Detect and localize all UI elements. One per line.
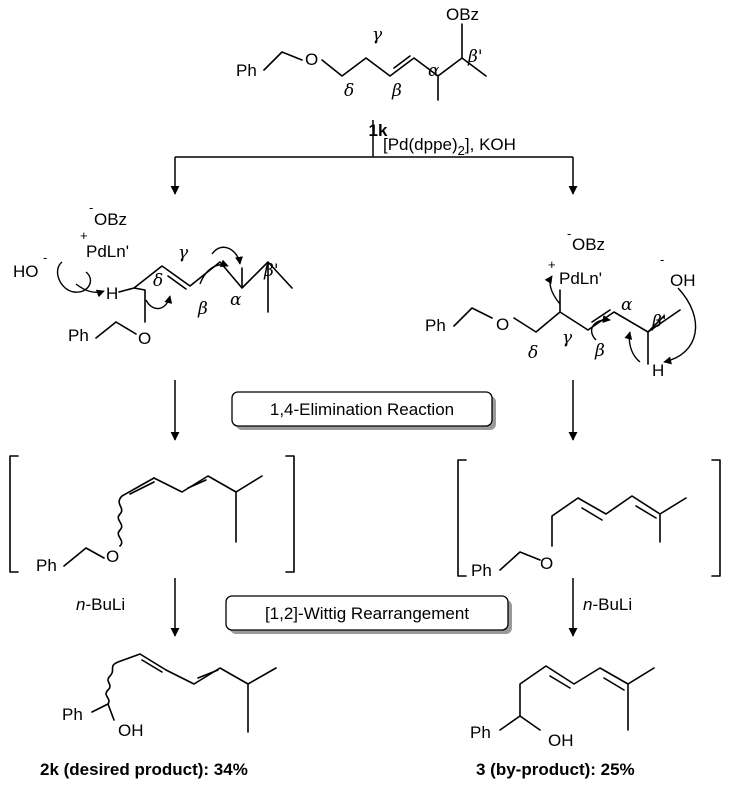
obz-label: OBz bbox=[446, 5, 479, 24]
electron-arrow bbox=[75, 283, 105, 298]
oxygen-label: O bbox=[305, 50, 318, 69]
minus-sign: - bbox=[43, 250, 47, 265]
wittig-box bbox=[225, 595, 509, 631]
h-label: H bbox=[106, 284, 118, 303]
beta-label: β bbox=[391, 81, 402, 101]
ph-label: Ph bbox=[471, 561, 492, 580]
starting-material-1k: Ph O OBz γ β α β' δ 1k bbox=[236, 5, 487, 140]
h-label: H bbox=[652, 361, 664, 380]
product-label-2k: 2k (desired product): 34% bbox=[40, 760, 248, 779]
pdln-label: PdLn' bbox=[86, 242, 129, 261]
plus-sign: + bbox=[80, 228, 88, 243]
plus-sign: + bbox=[548, 257, 556, 272]
double-bond-lines bbox=[129, 479, 207, 495]
nbuli-right: n-BuLi bbox=[583, 595, 632, 614]
left-pi-allyl-intermediate: - OBz + PdLn' HO - H Ph O δ γ β α β' bbox=[13, 200, 293, 348]
elimination-step: 1,4-Elimination Reaction bbox=[170, 380, 578, 441]
obz-label: OBz bbox=[94, 210, 127, 229]
gamma-label: γ bbox=[178, 243, 189, 263]
double-bond-lines bbox=[549, 675, 625, 691]
elimination-box bbox=[231, 391, 493, 427]
skeleton-bonds bbox=[63, 475, 263, 567]
double-bond-lines bbox=[141, 659, 219, 679]
skeleton-bonds bbox=[499, 665, 655, 731]
alpha-label: α bbox=[428, 61, 440, 81]
wavy-bond bbox=[105, 653, 167, 705]
left-bracket bbox=[9, 455, 19, 573]
alpha-label: α bbox=[230, 290, 242, 310]
product-2k: Ph OH 2k (desired product): 34% bbox=[40, 653, 277, 779]
skeleton-bonds bbox=[499, 495, 687, 571]
double-bond-line bbox=[591, 309, 611, 323]
right-pi-allyl-intermediate: - OBz + PdLn' - OH Ph O H δ γ β α β' bbox=[425, 226, 697, 380]
oh-label: OH bbox=[670, 271, 696, 290]
oxygen-label: O bbox=[106, 547, 119, 566]
beta-prime-label: β' bbox=[467, 47, 483, 67]
ph-label: Ph bbox=[425, 316, 446, 335]
gamma-label: γ bbox=[372, 25, 383, 45]
electron-arrow bbox=[624, 331, 641, 363]
right-bracket bbox=[711, 459, 721, 577]
alpha-label: α bbox=[621, 295, 633, 315]
electron-arrow bbox=[211, 246, 243, 265]
double-bond-line bbox=[393, 55, 411, 69]
ph-label: Ph bbox=[36, 556, 57, 575]
right-diene-ether: Ph O bbox=[457, 459, 721, 580]
oxygen-label: O bbox=[138, 329, 151, 348]
byproduct-3: Ph OH 3 (by-product): 25% bbox=[470, 665, 655, 779]
skeleton-bonds bbox=[263, 23, 487, 101]
skeleton-bonds bbox=[95, 261, 293, 339]
electron-arrow bbox=[591, 315, 611, 341]
beta-prime-label: β' bbox=[263, 261, 279, 281]
electron-arrow bbox=[145, 295, 173, 310]
ph-label: Ph bbox=[68, 326, 89, 345]
ph-label: Ph bbox=[470, 723, 491, 742]
beta-prime-label: β' bbox=[651, 312, 667, 332]
oxygen-label: O bbox=[540, 554, 553, 573]
electron-arrow bbox=[56, 261, 92, 293]
delta-label: δ bbox=[344, 81, 354, 101]
ho-label: HO bbox=[13, 262, 39, 281]
wavy-bond bbox=[117, 477, 155, 547]
beta-label: β bbox=[197, 299, 208, 319]
branch-arrows: [Pd(dppe)2], KOH bbox=[170, 120, 578, 195]
minus-sign: - bbox=[567, 226, 571, 241]
ph-label: Ph bbox=[236, 61, 257, 80]
wittig-box-label: [1,2]-Wittig Rearrangement bbox=[265, 604, 469, 623]
beta-label: β bbox=[594, 341, 605, 361]
double-bond-line bbox=[167, 275, 187, 290]
ph-label: Ph bbox=[62, 705, 83, 724]
right-bracket bbox=[285, 455, 295, 573]
electron-arrow bbox=[544, 275, 561, 305]
oh-label: OH bbox=[118, 721, 144, 740]
electron-arrow bbox=[199, 259, 229, 285]
minus-sign: - bbox=[660, 252, 664, 267]
gamma-label: γ bbox=[562, 328, 573, 348]
product-label-3: 3 (by-product): 25% bbox=[476, 760, 635, 779]
pdln-label: PdLn' bbox=[559, 269, 602, 288]
obz-label: OBz bbox=[572, 235, 605, 254]
minus-sign: - bbox=[89, 200, 93, 215]
oxygen-label: O bbox=[496, 315, 509, 334]
wittig-step: n-BuLi n-BuLi [1,2]-Wittig Rearrangement bbox=[76, 578, 632, 637]
reagent-pd-dppe: [Pd(dppe)2], KOH bbox=[383, 135, 516, 158]
left-diene-ether: Ph O bbox=[9, 455, 295, 575]
left-bracket bbox=[457, 459, 467, 577]
elimination-box-label: 1,4-Elimination Reaction bbox=[270, 400, 454, 419]
electron-arrow bbox=[663, 287, 697, 365]
double-bond-lines bbox=[581, 505, 657, 521]
delta-label: δ bbox=[528, 343, 538, 363]
delta-label: δ bbox=[153, 271, 163, 291]
skeleton-bonds bbox=[453, 289, 681, 365]
nbuli-left: n-BuLi bbox=[76, 595, 125, 614]
oh-label: OH bbox=[548, 731, 574, 750]
